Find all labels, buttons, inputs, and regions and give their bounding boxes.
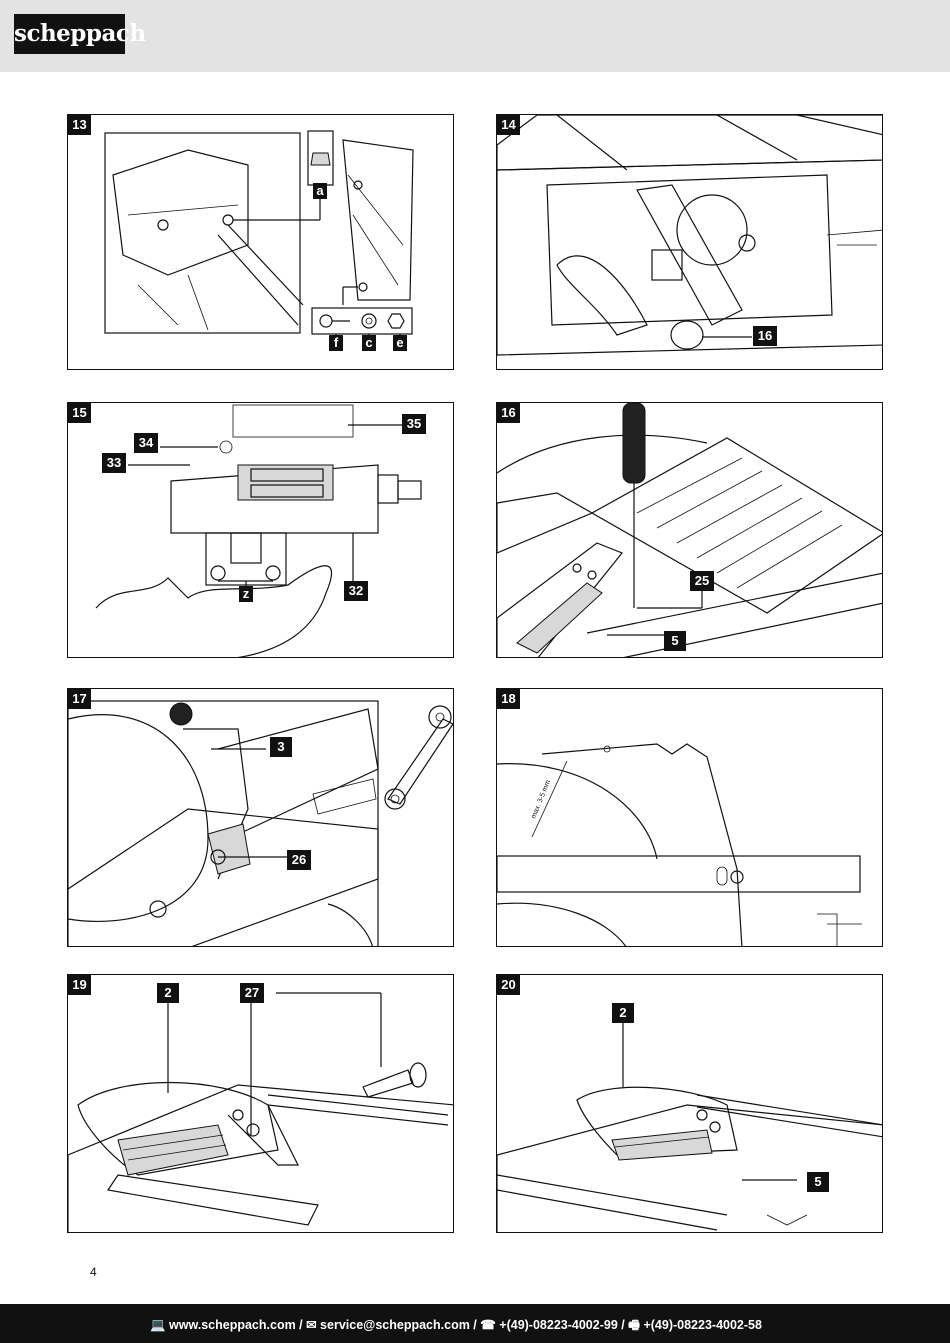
- page-number: 4: [90, 1265, 97, 1279]
- callout-33: 33: [102, 453, 126, 473]
- figure-number: 13: [68, 115, 91, 135]
- callout-3: 3: [270, 737, 292, 757]
- figure-number: 18: [497, 689, 520, 709]
- callout-c: c: [362, 335, 376, 351]
- callout-32: 32: [344, 581, 368, 601]
- callout-2: 2: [612, 1003, 634, 1023]
- figure-17-illustration: [68, 700, 453, 946]
- figure-13-illustration: [104, 130, 414, 337]
- figure-16-panel: 16 25 5: [496, 402, 883, 658]
- figure-16-illustration: [497, 403, 882, 657]
- figure-13-panel: 13 a f c e: [67, 114, 454, 370]
- figure-18-illustration: max. 3-5 mm: [497, 743, 862, 946]
- figure-19-illustration: [68, 992, 453, 1232]
- figure-number: 14: [497, 115, 520, 135]
- figure-20-illustration: [497, 1023, 882, 1232]
- scheppach-logo: scheppach: [14, 14, 146, 54]
- callout-26: 26: [287, 850, 311, 870]
- callout-a: a: [313, 183, 327, 199]
- figure-number: 20: [497, 975, 520, 995]
- figure-15-illustration: [95, 404, 422, 657]
- figure-number: 17: [68, 689, 91, 709]
- figure-14-illustration: [497, 115, 882, 356]
- figure-number: 16: [497, 403, 520, 423]
- page-header: scheppach: [0, 0, 950, 72]
- figure-18-panel: 18 max. 3-5 mm: [496, 688, 883, 947]
- footer-contact-line: 💻 www.scheppach.com / ✉ service@scheppac…: [150, 1318, 762, 1332]
- callout-35: 35: [402, 414, 426, 434]
- page-footer: 💻 www.scheppach.com / ✉ service@scheppac…: [0, 1304, 950, 1343]
- callout-5: 5: [664, 631, 686, 651]
- callout-27: 27: [240, 983, 264, 1003]
- figure-number: 15: [68, 403, 91, 423]
- callout-5: 5: [807, 1172, 829, 1192]
- callout-25: 25: [690, 571, 714, 591]
- figure-15-panel: 15 34 33 35 z 32: [67, 402, 454, 658]
- figure-14-panel: 14 16: [496, 114, 883, 370]
- callout-e: e: [393, 335, 407, 351]
- figure-number: 19: [68, 975, 91, 995]
- callout-f: f: [329, 335, 343, 351]
- callout-z: z: [239, 586, 253, 602]
- figure-20-panel: 20 2 5: [496, 974, 883, 1233]
- callout-2: 2: [157, 983, 179, 1003]
- callout-16: 16: [753, 326, 777, 346]
- figure-19-panel: 19 2 27: [67, 974, 454, 1233]
- callout-34: 34: [134, 433, 158, 453]
- figure-17-panel: 17 3 26: [67, 688, 454, 947]
